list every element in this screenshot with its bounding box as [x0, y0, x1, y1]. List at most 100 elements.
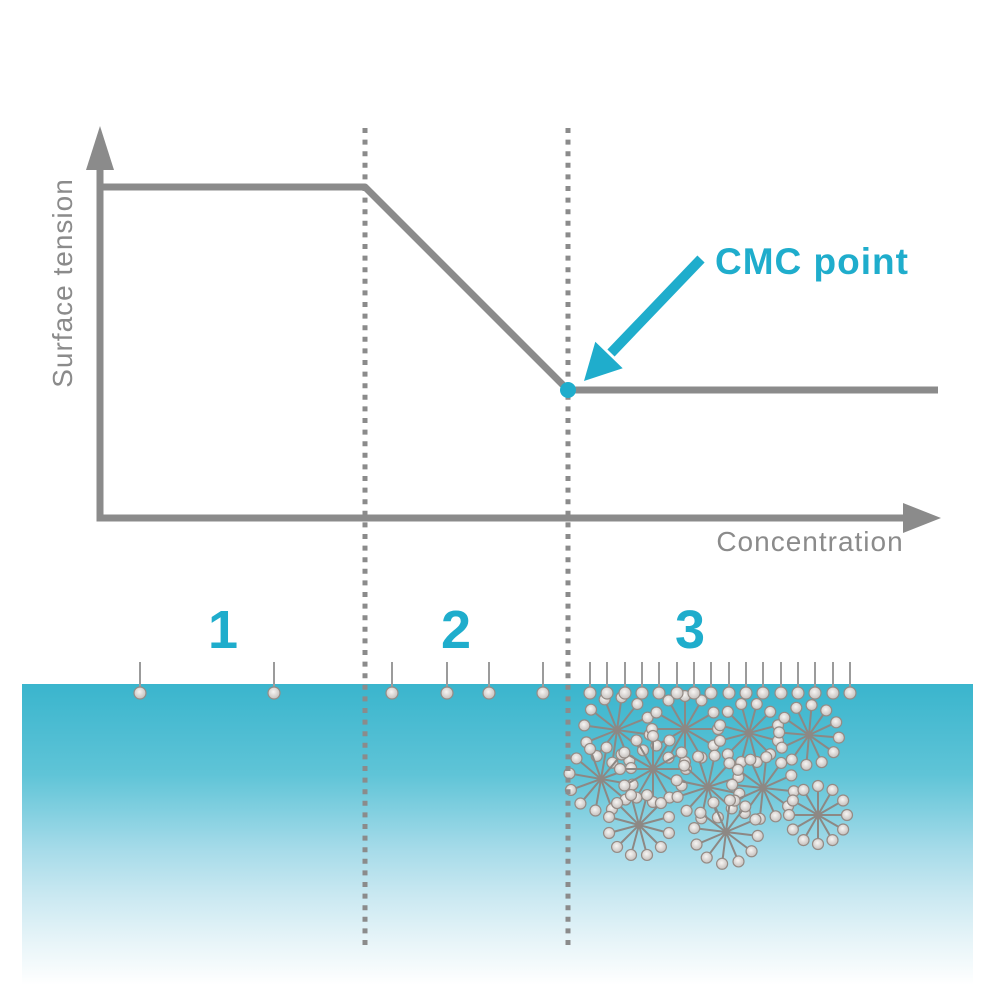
micelle-tail	[707, 760, 715, 788]
chart-axes	[86, 126, 941, 533]
micelle-head	[744, 753, 757, 766]
micelle-tail	[748, 732, 774, 741]
micelle-head	[782, 808, 796, 822]
micelle-head	[654, 840, 668, 854]
micelle-head	[662, 694, 675, 707]
micelle-tail	[808, 734, 834, 739]
micelle-tail	[638, 824, 647, 851]
micelle-head	[726, 778, 739, 791]
micelle-tail	[631, 799, 640, 826]
micelle-tail	[638, 799, 647, 826]
micelle	[782, 779, 854, 851]
micelle-tail	[725, 820, 752, 833]
surfactant-head	[687, 686, 701, 700]
micelle-head	[708, 749, 721, 762]
surfactant-head	[267, 686, 281, 700]
micelle-tail	[762, 787, 775, 813]
micelle-group	[563, 689, 854, 870]
micelle-head	[640, 848, 654, 862]
surfactant-molecule	[267, 662, 281, 700]
micelle-head	[578, 719, 591, 732]
micelle-head	[773, 726, 786, 739]
micelle-head	[800, 758, 813, 771]
micelle-tail	[793, 734, 810, 757]
micelle-tail	[748, 732, 768, 752]
micelle-tail	[684, 714, 710, 730]
surfactant-head	[583, 686, 597, 700]
micelle-tail	[613, 824, 640, 833]
micelle-head	[670, 774, 683, 787]
surfactant-head	[635, 686, 649, 700]
micelle-tail	[751, 763, 764, 789]
micelle-tail	[684, 704, 700, 730]
micelle-tail	[652, 744, 668, 770]
micelle-tail	[616, 729, 645, 735]
cmc-label: CMC point	[715, 241, 909, 282]
micelle-head	[641, 711, 654, 724]
micelle-tail	[612, 729, 618, 758]
surface-tension-curve	[100, 183, 938, 394]
micelle-tail	[748, 732, 757, 758]
micelle-head	[662, 810, 676, 824]
micelle-tail	[762, 787, 785, 805]
micelle-tail	[682, 786, 709, 797]
micelle-head	[751, 829, 764, 842]
region-2-label: 2	[441, 600, 471, 660]
micelle-head	[618, 779, 631, 792]
micelle-head	[646, 729, 660, 743]
micelle-head	[805, 699, 818, 712]
micelle-tail	[741, 771, 764, 789]
micelle-head	[707, 796, 720, 809]
micelle-tail	[638, 817, 665, 826]
micelle-tail	[787, 719, 810, 736]
micelle-head	[602, 826, 616, 840]
surfactant-head	[843, 686, 857, 700]
micelle-tail	[700, 831, 727, 844]
micelle-tail	[698, 761, 709, 788]
micelle-tail	[681, 780, 709, 788]
micelle-tail	[714, 806, 727, 833]
micelle-tail	[707, 786, 735, 794]
micelle-tail	[628, 754, 654, 770]
micelle-head	[785, 753, 798, 766]
micelle-head	[735, 697, 748, 711]
micelle-tail	[595, 778, 602, 806]
micelle	[602, 788, 676, 862]
micelle-head	[654, 796, 668, 810]
surfactant-molecule	[843, 662, 857, 700]
micelle-head	[739, 800, 752, 813]
surfactant-head	[826, 686, 840, 700]
micelle-head	[624, 848, 638, 862]
micelle-head	[811, 779, 825, 793]
micelle-tail	[638, 824, 659, 845]
micelle-tail	[600, 757, 620, 780]
micelle-head	[602, 810, 616, 824]
micelle-tail	[605, 703, 618, 731]
micelle-head	[769, 810, 782, 823]
micelle-tail	[730, 732, 750, 752]
cmc-arrow-shaft	[607, 255, 705, 357]
surfactant-head	[791, 686, 805, 700]
micelle-tail	[748, 714, 768, 734]
micelle-head	[713, 734, 727, 747]
micelle-tail	[600, 778, 623, 798]
micelle-head	[785, 769, 798, 782]
micelle-tail	[724, 725, 750, 734]
micelle-head	[749, 813, 762, 826]
micelle-tail	[660, 714, 686, 730]
micelle-tail	[687, 768, 709, 788]
micelle-tail	[808, 710, 813, 736]
micelle-head	[678, 759, 691, 772]
surfactant-molecule	[722, 662, 736, 700]
micelle-tail	[748, 725, 774, 734]
micelle-tail	[628, 768, 654, 784]
x-axis-label: Concentration	[716, 526, 903, 557]
micelle-head	[760, 751, 773, 764]
surfactant-head	[704, 686, 718, 700]
micelle-head	[731, 763, 745, 776]
micelle-head	[790, 701, 803, 714]
surfactant-head	[756, 686, 770, 700]
micelle-tail	[703, 814, 727, 833]
surfactant-head	[536, 686, 550, 700]
